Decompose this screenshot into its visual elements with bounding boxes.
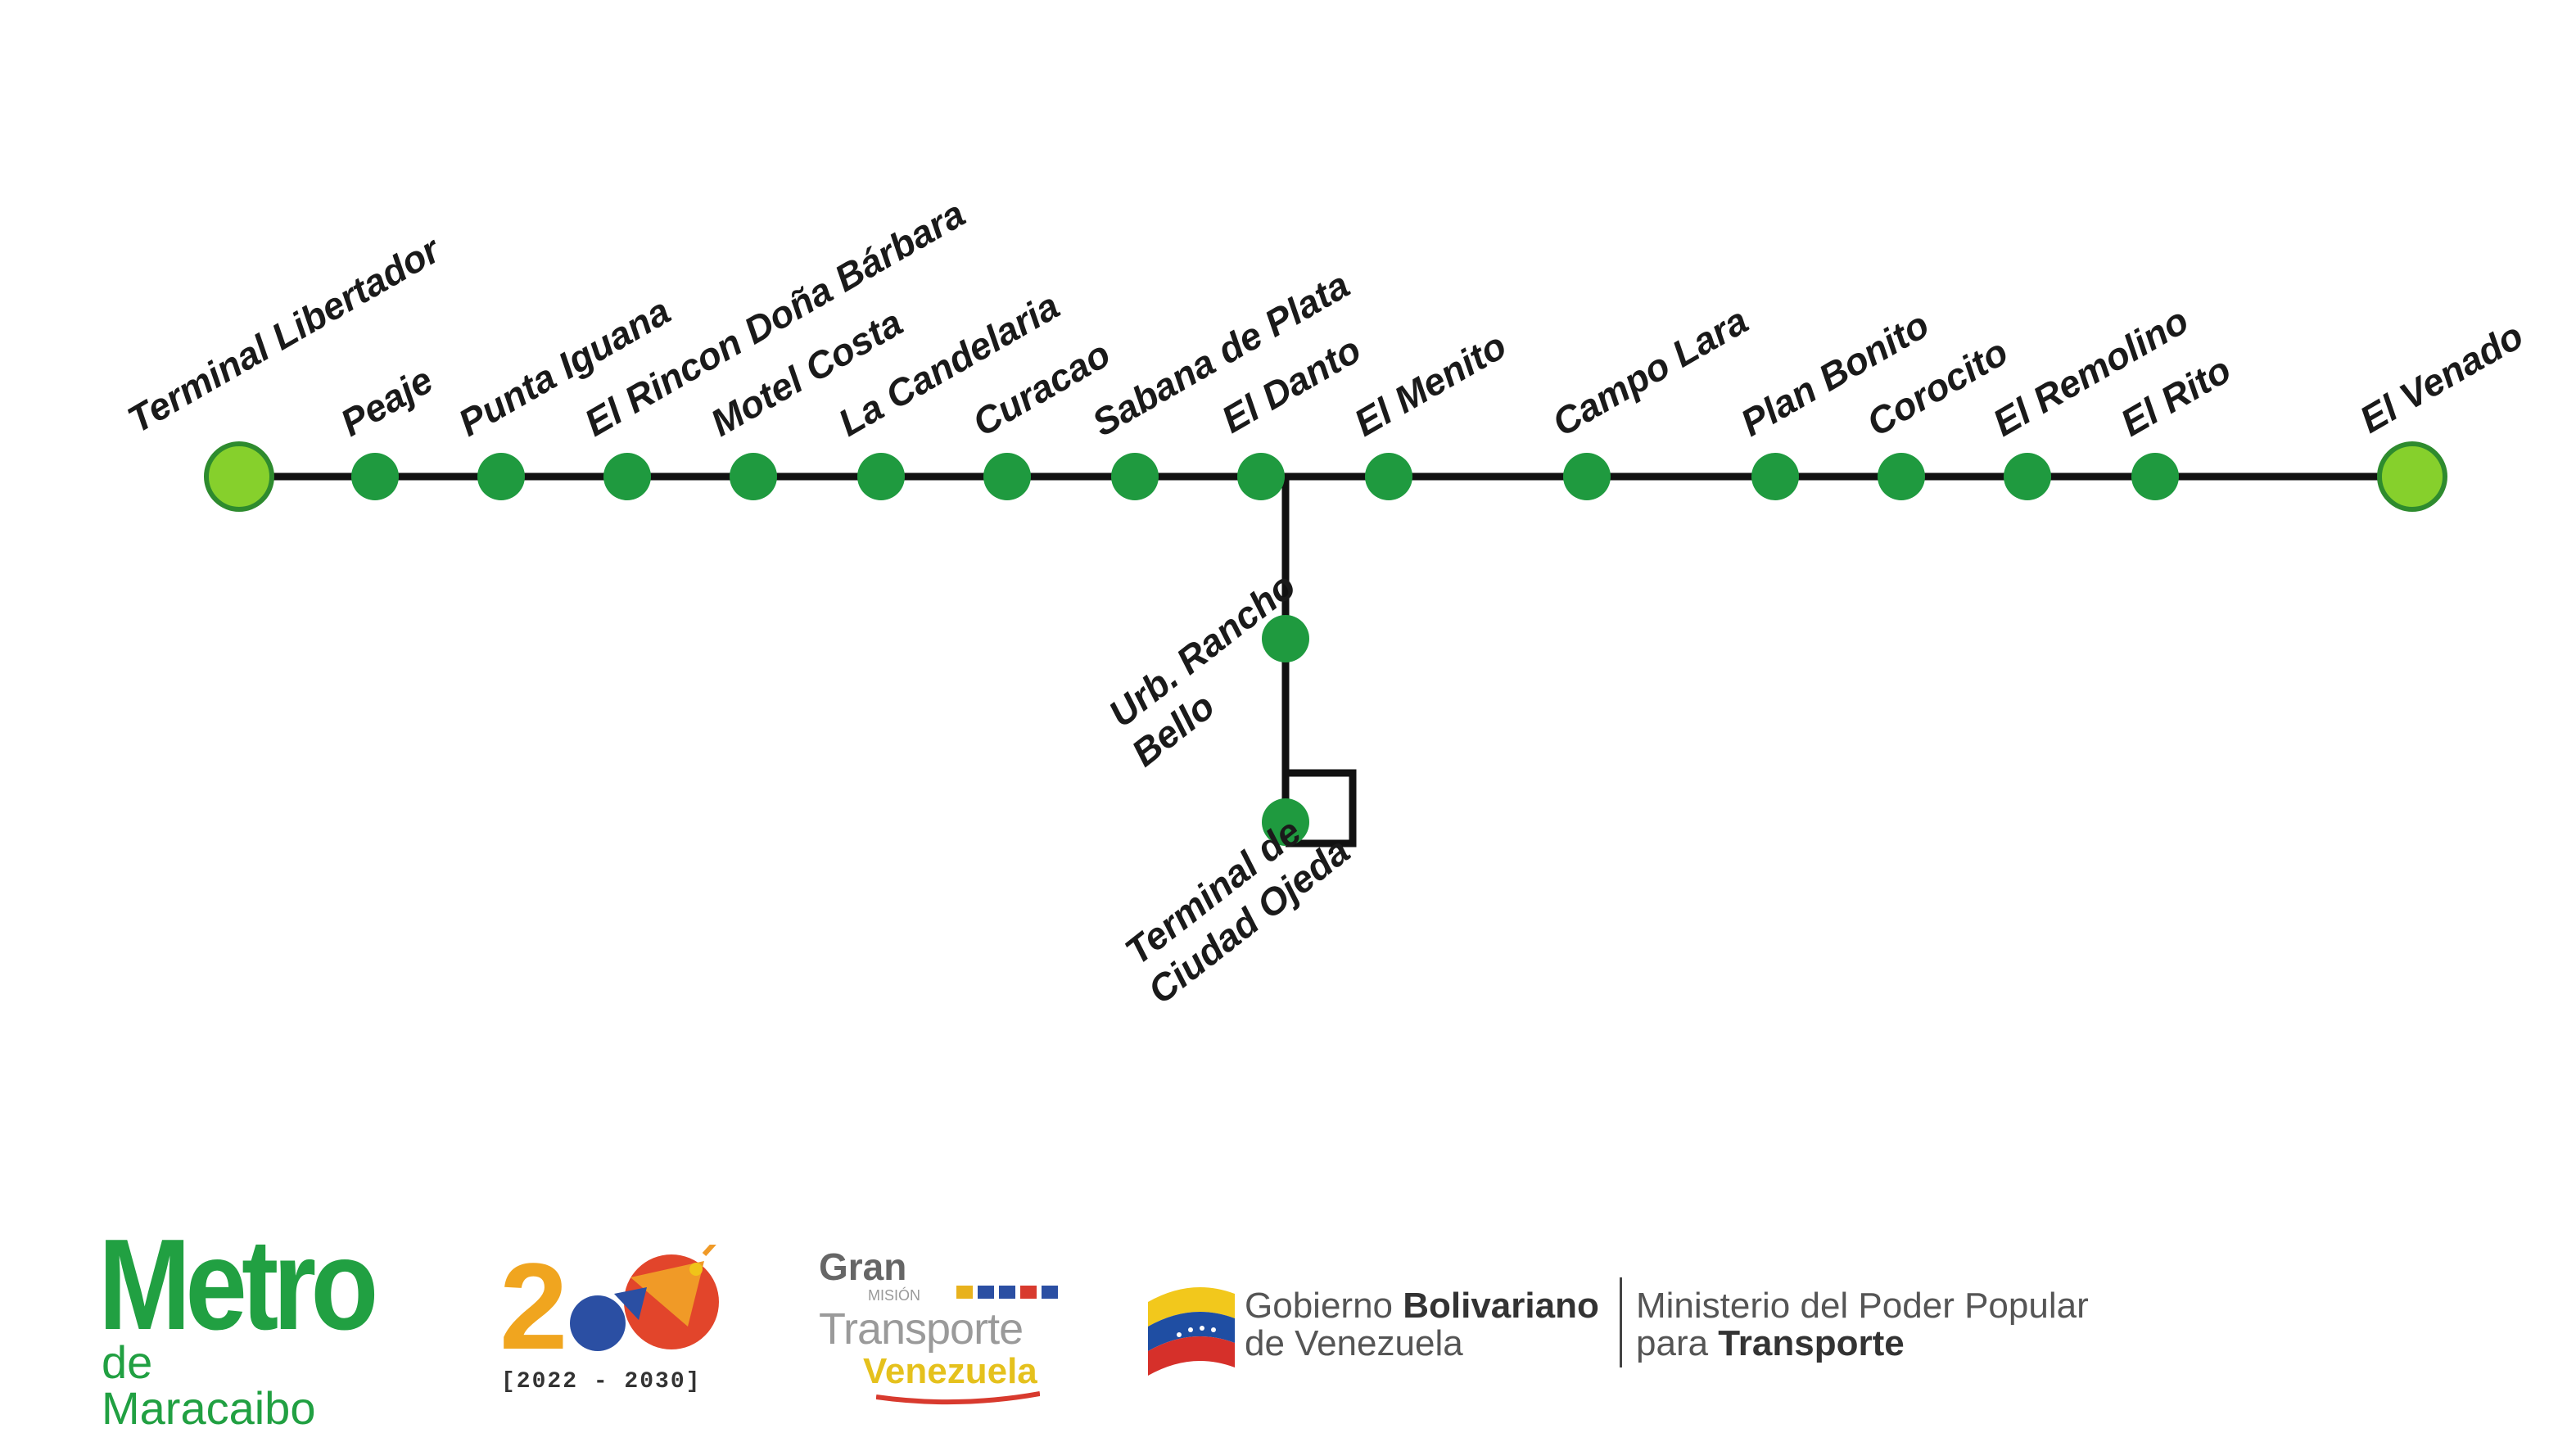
ministerio-line2: para Transporte — [1636, 1323, 1905, 1363]
station-marker-punta-iguana — [477, 453, 525, 500]
gm-mision: MISIÓN — [868, 1287, 921, 1304]
gm-color-squares-icon — [956, 1286, 1058, 1299]
gobierno-line1: Gobierno Bolivariano — [1245, 1286, 1599, 1326]
branch-terminal-loop — [1286, 769, 1357, 848]
station-label-punta-iguana: Punta Iguana — [451, 289, 677, 444]
station-marker-terminal-de-ciudad-ojeda — [1262, 798, 1309, 846]
station-marker-el-menito — [1365, 453, 1412, 500]
metro-logo-sub: de Maracaibo — [102, 1336, 316, 1434]
gobierno-line2: de Venezuela — [1245, 1323, 1463, 1363]
venezuela-flag-icon — [1148, 1287, 1235, 1376]
station-marker-el-danto — [1237, 453, 1285, 500]
bicentenario-years: [2022 - 2030] — [501, 1369, 702, 1394]
station-label-campo-lara: Campo Lara — [1545, 299, 1755, 445]
metro-logo-main: Metro — [98, 1213, 378, 1357]
gran-mision-transporte-logo: Gran MISIÓN Transporte Venezuela — [819, 1245, 1058, 1408]
station-marker-corocito — [1878, 453, 1925, 500]
terminal-marker-el-venado — [2377, 441, 2447, 512]
footer-logos: Metro de Maracaibo 200 [2022 - 2030] Gra… — [0, 1213, 2576, 1431]
station-marker-peaje — [351, 453, 399, 500]
station-marker-urb-rancho-bello — [1262, 615, 1309, 662]
station-label-peaje: Peaje — [333, 359, 440, 445]
station-marker-sabana-de-plata — [1111, 453, 1159, 500]
bicentenario-number: 200 — [499, 1237, 568, 1375]
station-marker-campo-lara — [1563, 453, 1611, 500]
bicentenario-logo: 200 [2022 - 2030] — [491, 1237, 721, 1394]
station-marker-plan-bonito — [1751, 453, 1799, 500]
station-label-la-candelaria: La Candelaria — [831, 284, 1066, 445]
terminal-marker-terminal-libertador — [204, 441, 274, 512]
station-label-el-venado: El Venado — [2352, 314, 2530, 441]
gm-transporte: Transporte — [819, 1304, 1024, 1354]
gm-swoosh-icon — [876, 1391, 1040, 1405]
station-marker-curacao — [983, 453, 1031, 500]
line-track — [239, 472, 2412, 848]
station-label-el-menito: El Menito — [1347, 323, 1513, 444]
ministerio-line1: Ministerio del Poder Popular — [1636, 1286, 2089, 1326]
station-marker-el-remolino — [2004, 453, 2051, 500]
station-marker-motel-costa — [730, 453, 777, 500]
logo-divider — [1620, 1277, 1622, 1367]
station-marker-el-rincon-dona-barbara — [603, 453, 651, 500]
station-marker-la-candelaria — [857, 453, 905, 500]
gm-gran: Gran — [819, 1245, 907, 1288]
bicentenario-burst-icon — [570, 1245, 719, 1351]
gm-venezuela: Venezuela — [863, 1351, 1037, 1391]
station-marker-el-rito — [2131, 453, 2179, 500]
gobierno-ministerio-logo: Gobierno Bolivariano de Venezuela Minist… — [1146, 1269, 2129, 1400]
station-markers — [204, 441, 2447, 846]
